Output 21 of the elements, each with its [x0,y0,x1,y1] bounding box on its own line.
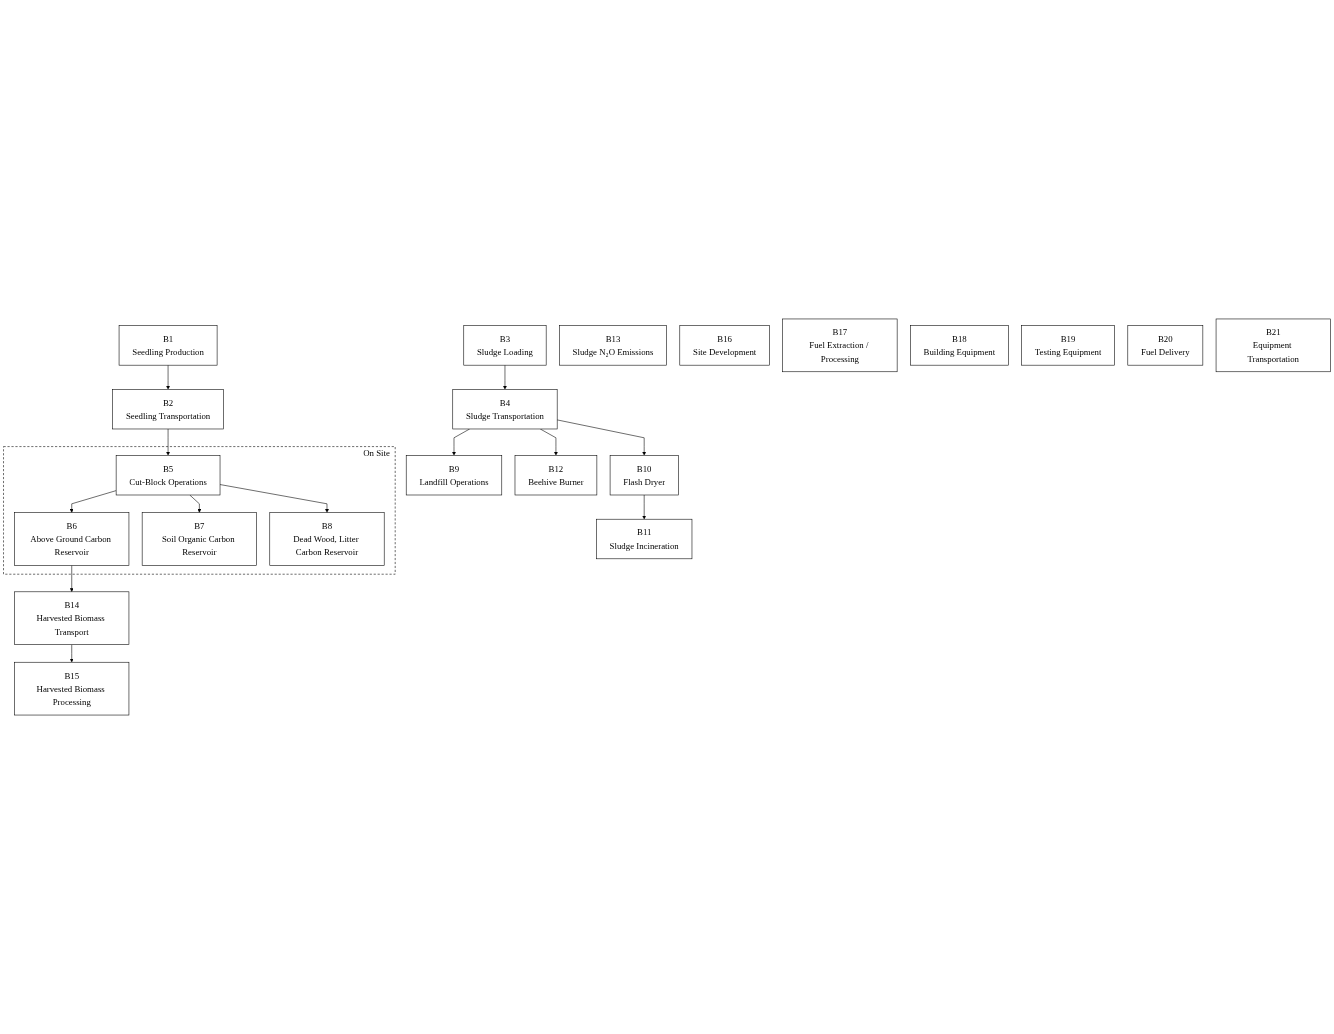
node-box: B3 Sludge Loading [463,325,547,366]
node-box: B6 Above Ground Carbon Reservoir [14,512,130,566]
node-box: B11 Sludge Incineration [596,518,693,560]
node-box: B4 Sludge Transportation [452,389,558,430]
node-box: B9 Landfill Operations [405,455,503,496]
node-box: B2 Seedling Transportation [112,389,224,430]
node-box: B5 Cut-Block Operations [115,455,221,496]
node-box: B21 Equipment Transportation [1215,318,1331,373]
node-box: B13 Sludge N₂O Emissions [559,325,667,366]
node-box: B10 Flash Dryer [609,455,679,496]
node-box: B12 Beehive Burner [514,455,598,496]
node-box: B20 Fuel Delivery [1127,325,1204,366]
node-box: B7 Soil Organic Carbon Reservoir [141,512,257,566]
node-box: B1 Seedling Production [118,325,218,366]
node-box: B14 Harvested Biomass Transport [14,591,130,645]
node-box: B16 Site Development [679,325,770,366]
node-box: B19 Testing Equipment [1021,325,1115,366]
node-box: B18 Building Equipment [910,325,1009,366]
node-box: B8 Dead Wood, Litter Carbon Reservoir [269,512,385,566]
node-box: B17 Fuel Extraction / Processing [782,318,898,373]
node-box: B15 Harvested Biomass Processing [14,661,130,716]
